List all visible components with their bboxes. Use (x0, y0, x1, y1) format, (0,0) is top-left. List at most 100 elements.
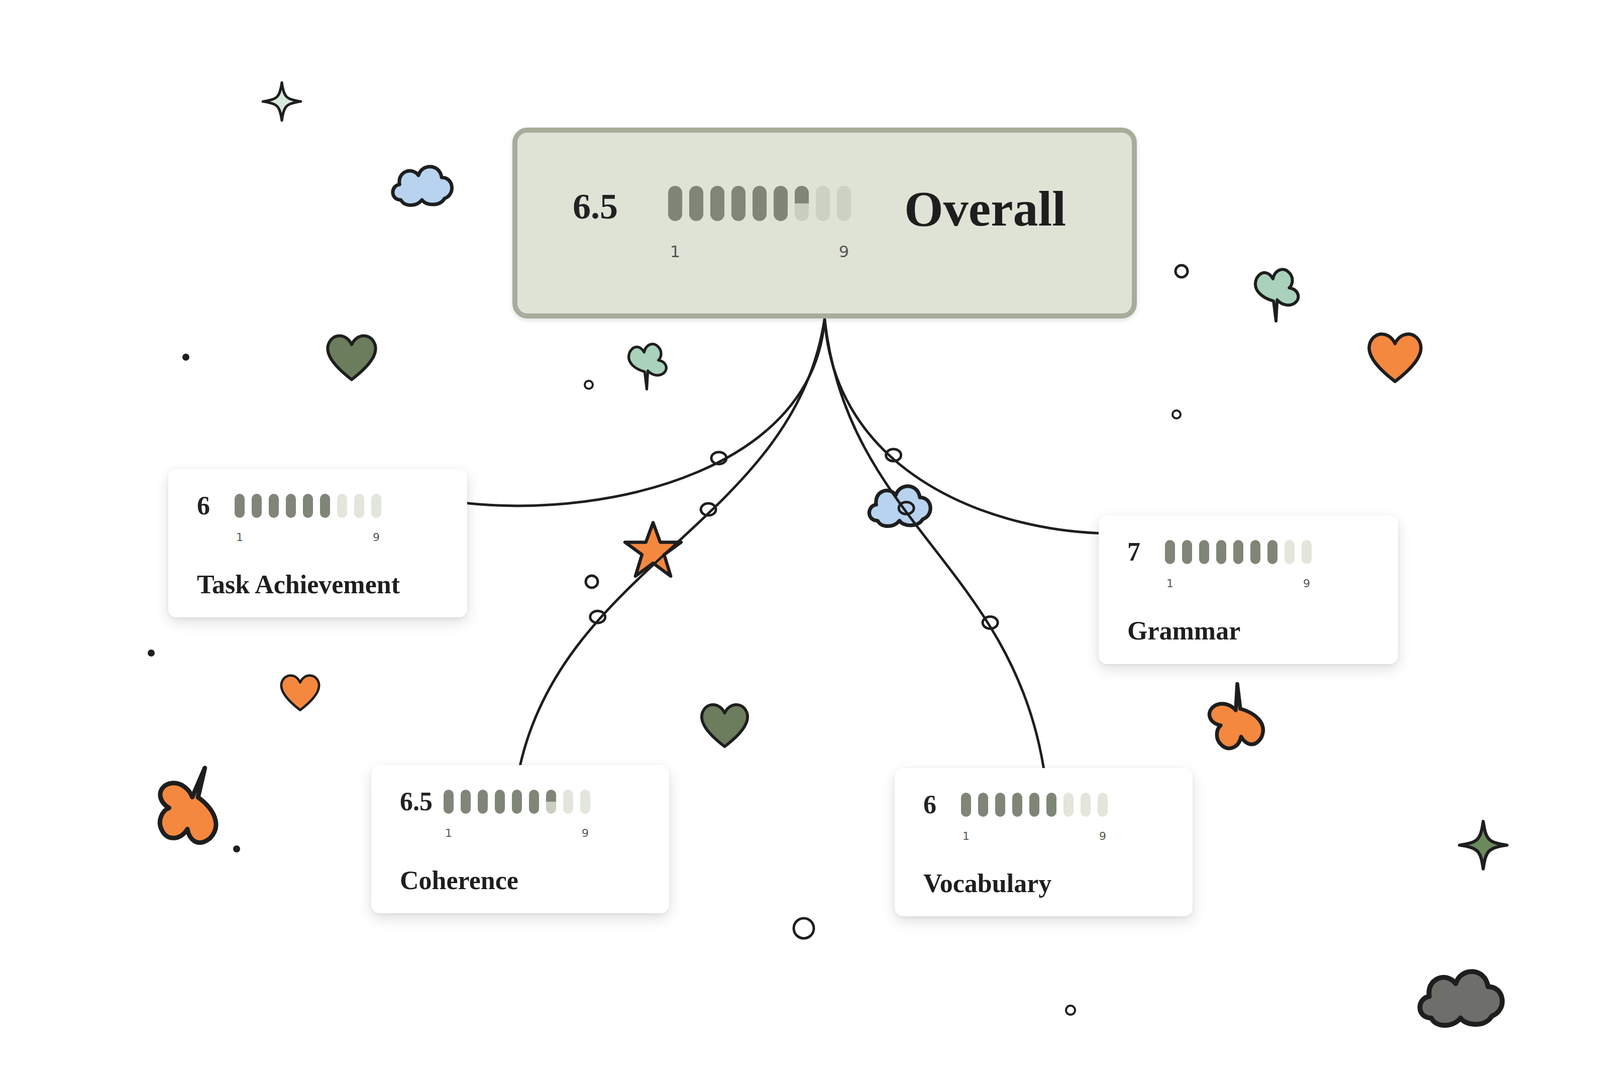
bar-segment (794, 185, 809, 222)
bar-segment (234, 493, 245, 518)
score-value: 6 (923, 790, 937, 819)
heart (327, 336, 376, 380)
ring (1175, 265, 1188, 278)
criterion-title: Vocabulary (923, 869, 1052, 898)
cloud (1420, 971, 1503, 1026)
bar-segment (1164, 540, 1176, 565)
bar-segment (1012, 792, 1023, 817)
heart (1368, 334, 1421, 382)
connector (520, 318, 825, 766)
scale-label: 1 (445, 827, 453, 840)
bar-segment (477, 789, 488, 814)
bar-segment (546, 789, 557, 814)
scale-label: 9 (1099, 830, 1107, 843)
bar-segment (1284, 540, 1295, 565)
star (624, 522, 682, 577)
bar-segment (563, 789, 574, 814)
bar-segment (961, 792, 972, 817)
bar-segment (320, 493, 331, 518)
bar-segment (1216, 540, 1227, 565)
ring (585, 575, 598, 588)
bar-segment (1250, 540, 1261, 565)
scale-label: 1 (670, 243, 681, 261)
sparkle (1459, 821, 1508, 870)
cloud (869, 486, 931, 527)
score-card: 7 1 9Grammar (1098, 515, 1399, 665)
score-value: 7 (1127, 537, 1141, 567)
connector (467, 318, 825, 506)
ring (1065, 1005, 1076, 1015)
bar-segment (1080, 792, 1091, 817)
scale-label: 1 (236, 531, 244, 544)
overall-title: Overall (904, 181, 1066, 237)
scale-label: 9 (581, 827, 589, 840)
bar-segment (731, 185, 746, 222)
scale-label: 1 (1166, 577, 1174, 590)
bar-segment (978, 792, 989, 817)
bar-segment (1267, 540, 1278, 565)
bar-segment (511, 789, 522, 814)
bar-segment (580, 789, 591, 814)
connector-line (520, 318, 825, 766)
leaf (147, 756, 235, 851)
connector (824, 318, 1100, 534)
bar-segment (371, 493, 382, 518)
line-loop (590, 610, 606, 623)
score-value: 6.5 (572, 186, 618, 227)
bar-segment (285, 493, 296, 518)
bar-segment (528, 789, 540, 814)
score-card: 6 1 9Task Achievement (168, 469, 468, 618)
line-loop (982, 616, 998, 629)
bar-segment (995, 792, 1006, 817)
bar-segment (1029, 792, 1040, 817)
leaf (1209, 684, 1264, 749)
bar-segment (460, 789, 471, 814)
bar-segment (773, 185, 788, 222)
bar-segment (668, 185, 683, 222)
heart (281, 675, 319, 711)
criterion-title: Task Achievement (196, 570, 400, 599)
ring (793, 918, 814, 939)
bar-segment (1097, 792, 1108, 817)
score-value: 6.5 (399, 787, 433, 816)
bar-segment (268, 493, 279, 518)
bar-segment (815, 185, 830, 222)
scale-label: 9 (1303, 577, 1311, 590)
bar-segment (251, 493, 262, 518)
bar-segment (1301, 540, 1312, 565)
line-loop (700, 503, 716, 516)
dot (233, 845, 241, 853)
line-loop (711, 452, 727, 465)
line-loop (898, 502, 914, 515)
criterion-title: Grammar (1127, 616, 1241, 646)
criterion-title: Coherence (399, 866, 519, 895)
connector-line (467, 318, 825, 506)
overall-box: 6.519Overall (512, 127, 1137, 319)
bar-segment (337, 493, 348, 518)
bar-segment (836, 185, 851, 222)
leaf (1255, 269, 1299, 322)
ring (584, 380, 593, 389)
connector (824, 318, 1044, 769)
connector-line (824, 318, 1100, 534)
cloud (392, 166, 453, 206)
bar-segment (1182, 540, 1193, 565)
score-card: 6.5 1 9Coherence (371, 765, 670, 914)
leaf (628, 344, 667, 390)
dot (147, 649, 155, 657)
bar-segment (689, 185, 704, 222)
score-value: 6 (196, 491, 210, 520)
sparkle (262, 82, 301, 121)
scale-label: 9 (372, 531, 380, 544)
bar-segment (302, 493, 313, 518)
bar-segment (1046, 792, 1057, 817)
ring (1172, 410, 1181, 419)
heart (701, 704, 748, 747)
bar-segment (1063, 792, 1074, 817)
dot (182, 353, 190, 361)
bar-segment (710, 185, 725, 222)
bar-segment (1199, 540, 1210, 565)
score-card: 619Vocabulary (894, 768, 1193, 917)
